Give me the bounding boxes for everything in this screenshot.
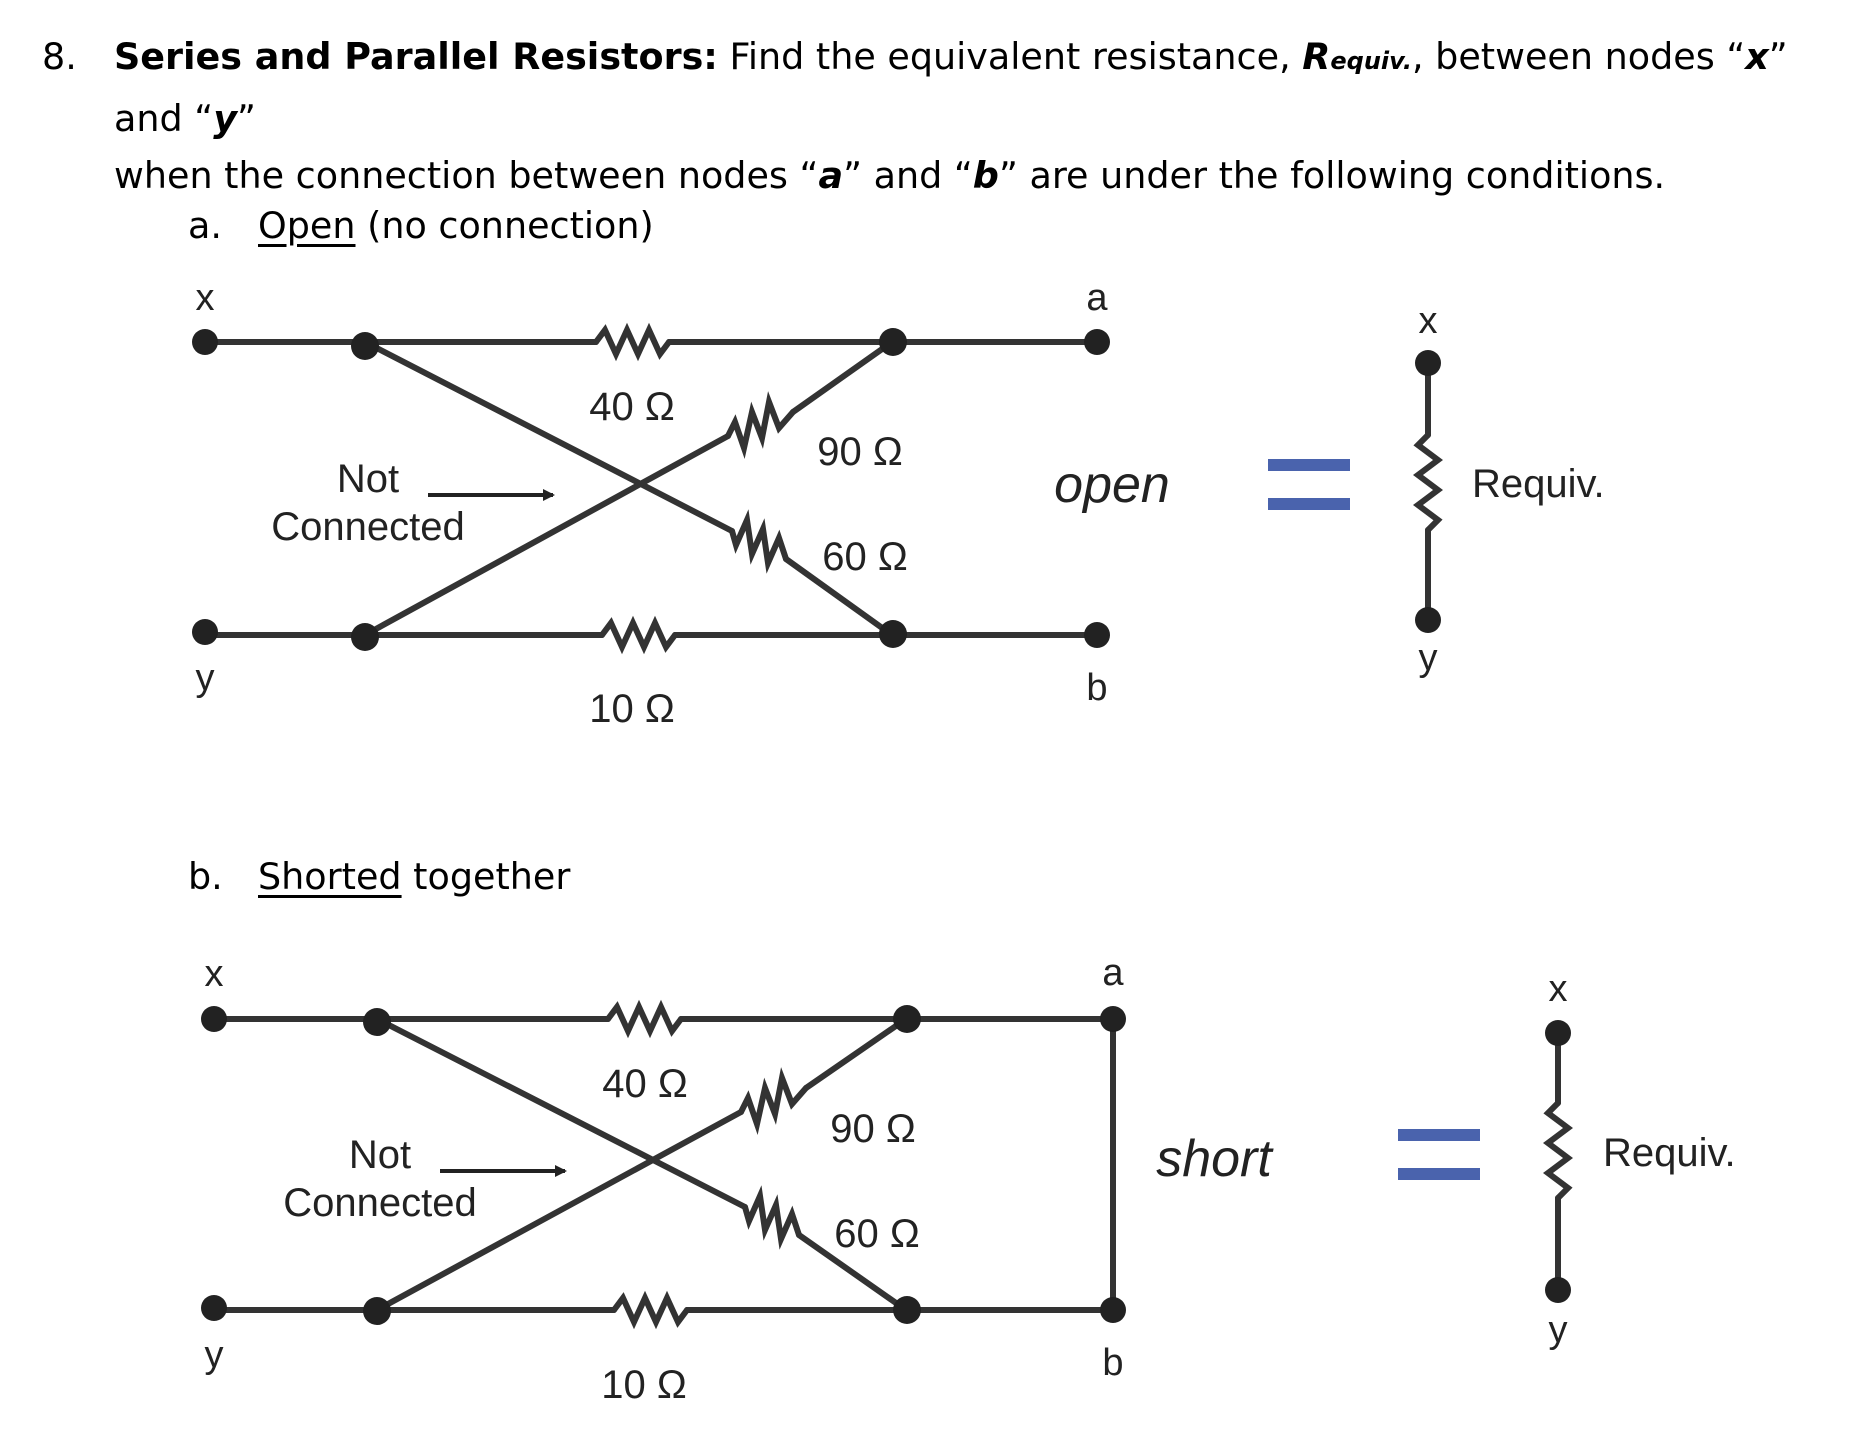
part-a-letter: a. xyxy=(188,204,222,247)
question-node-x: x xyxy=(1745,35,1769,78)
short-label: short xyxy=(1156,1130,1274,1188)
equiv-node-y-dot xyxy=(1415,607,1441,633)
question-node-b: b xyxy=(972,154,999,197)
node-b-label: b xyxy=(1086,667,1107,709)
question-node-a: a xyxy=(818,154,844,197)
resistor-40-zigzag xyxy=(593,322,672,362)
nodes-a xyxy=(192,328,1110,651)
node-b-label: b xyxy=(1102,1342,1123,1384)
node-a-dot xyxy=(1084,329,1110,355)
question-text-2: , between nodes “ xyxy=(1411,35,1746,78)
node-y-label: y xyxy=(205,1334,224,1376)
resistor-90-zigzag xyxy=(725,391,796,459)
junction-dot xyxy=(893,1296,921,1324)
diag-60-wire-1 xyxy=(374,1016,748,1210)
equiv-resistor-a xyxy=(1413,362,1443,623)
part-a-condition: Open xyxy=(258,204,356,247)
node-x-dot xyxy=(192,329,218,355)
resistor-40-label: 40 Ω xyxy=(602,1062,688,1106)
equiv-node-y-dot xyxy=(1545,1277,1571,1303)
diag-60-wire-2 xyxy=(796,1232,909,1313)
node-x-label: x xyxy=(205,953,224,995)
diag-90-wire-1 xyxy=(374,1109,744,1313)
resistor-90-zigzag xyxy=(738,1067,809,1135)
resistor-10-label: 10 Ω xyxy=(589,687,675,731)
junction-dot xyxy=(893,1005,921,1033)
requiv-label: Requiv. xyxy=(1603,1131,1736,1175)
question-text-3: ” and “ xyxy=(114,35,1788,140)
part-b-letter: b. xyxy=(188,855,223,898)
junction-dot xyxy=(363,1297,391,1325)
equals-sign-top-bar xyxy=(1268,459,1350,471)
equiv-resistor-b xyxy=(1543,1030,1573,1293)
resistor-10-zigzag xyxy=(599,615,678,655)
open-label: open xyxy=(1054,456,1170,514)
not-connected-label-line1: Not xyxy=(349,1133,411,1177)
node-y-dot xyxy=(192,619,218,645)
junction-dot xyxy=(351,623,379,651)
question-node-y: y xyxy=(213,97,237,140)
diag-90-wire-1 xyxy=(362,433,731,638)
part-a-heading: a. Open (no connection) xyxy=(188,204,654,247)
equals-sign-bottom-bar xyxy=(1268,498,1350,510)
resistor-60-label: 60 Ω xyxy=(822,535,908,579)
node-b-dot xyxy=(1084,622,1110,648)
node-x-dot xyxy=(201,1006,227,1032)
part-b-condition: Shorted xyxy=(258,855,402,898)
node-b-dot xyxy=(1100,1297,1126,1323)
diag-90-wire-2 xyxy=(803,1016,909,1091)
question-line2-2: ” and “ xyxy=(843,154,973,197)
nodes-b xyxy=(201,1005,1126,1325)
not-connected-label-line2: Connected xyxy=(271,505,464,549)
question-line2-3: ” are under the following conditions. xyxy=(998,154,1666,197)
node-y-label: y xyxy=(196,657,215,699)
question-text-1: Find the equivalent resistance, xyxy=(729,35,1291,78)
part-b-condition-rest: together xyxy=(401,855,571,898)
equals-sign-top-bar xyxy=(1398,1129,1480,1141)
resistor-60-zigzag xyxy=(729,509,789,574)
equiv-node-y-label: y xyxy=(1419,637,1438,679)
node-x-label: x xyxy=(196,277,215,319)
question-body: Series and Parallel Resistors: Find the … xyxy=(114,28,1814,204)
junction-dot xyxy=(363,1008,391,1036)
resistor-40-label: 40 Ω xyxy=(589,385,675,429)
resistor-60-label: 60 Ω xyxy=(834,1212,920,1256)
resistor-10-zigzag xyxy=(611,1290,690,1330)
resistor-10-label: 10 Ω xyxy=(601,1363,687,1407)
question-text-4: ” xyxy=(236,97,256,140)
node-a-label: a xyxy=(1102,952,1124,994)
not-connected-label-line1: Not xyxy=(337,457,399,501)
resistor-60-zigzag xyxy=(742,1185,802,1250)
node-a-label: a xyxy=(1086,277,1108,319)
not-connected-label-line2: Connected xyxy=(283,1181,476,1225)
junction-dot xyxy=(879,328,907,356)
part-b-heading: b. Shorted together xyxy=(188,855,570,898)
equiv-node-x-dot xyxy=(1415,350,1441,376)
resistor-90-label: 90 Ω xyxy=(817,430,903,474)
diag-60-wire-2 xyxy=(783,556,895,638)
part-a-condition-rest: (no connection) xyxy=(355,204,654,247)
node-a-dot xyxy=(1100,1006,1126,1032)
diag-90-wire-2 xyxy=(790,339,895,415)
question-line2-1: when the connection between nodes “ xyxy=(114,154,819,197)
requiv-label: Requiv. xyxy=(1472,462,1605,506)
equiv-node-y-label: y xyxy=(1549,1309,1568,1351)
resistor-40-zigzag xyxy=(605,999,684,1039)
junction-dot xyxy=(351,332,379,360)
r-subscript: equiv. xyxy=(1330,47,1412,75)
equals-sign-bottom-bar xyxy=(1398,1168,1480,1180)
resistor-90-label: 90 Ω xyxy=(830,1107,916,1151)
r-symbol: R xyxy=(1302,35,1331,78)
junction-dot xyxy=(879,620,907,648)
equiv-node-x-label: x xyxy=(1549,968,1568,1010)
question-number: 8. xyxy=(42,35,77,78)
node-y-dot xyxy=(201,1295,227,1321)
diag-60-wire-1 xyxy=(362,339,735,534)
question-title: Series and Parallel Resistors: xyxy=(114,35,718,78)
equiv-node-x-dot xyxy=(1545,1020,1571,1046)
equiv-node-x-label: x xyxy=(1419,300,1438,342)
